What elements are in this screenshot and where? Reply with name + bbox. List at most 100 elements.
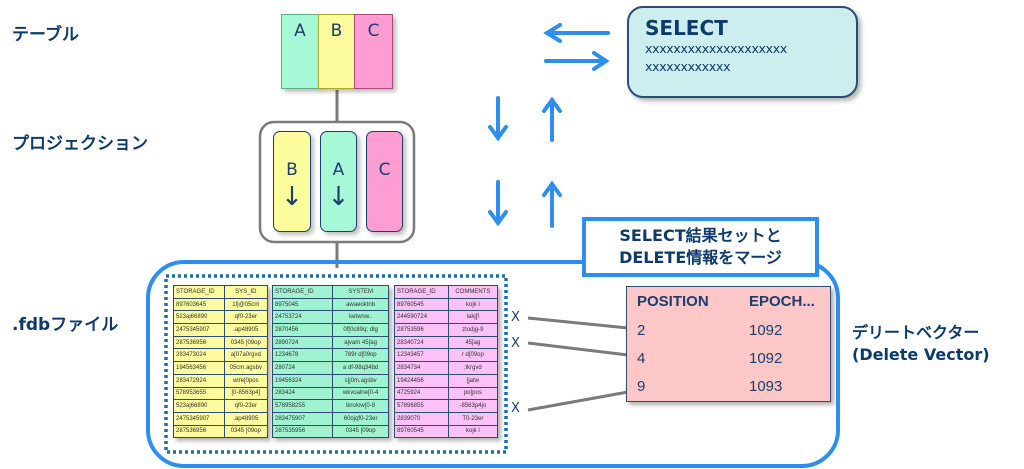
delete-link-row-2: [527, 316, 629, 330]
table-cell: 523aj66890: [173, 399, 225, 413]
table-cell: SYS_ID: [223, 285, 269, 299]
table-cell: ztodjg-9: [447, 323, 499, 337]
table-cell: 28340724: [394, 335, 449, 350]
table-cell: 45[ag: [447, 335, 499, 350]
table-cell: a df-98q34bd: [332, 361, 389, 375]
table-cell: 0345 [09op: [332, 424, 389, 439]
table-cell: 789r d[09op: [332, 348, 389, 363]
epoch-value: 1092: [749, 322, 783, 339]
table-cell: 1234678: [271, 348, 334, 363]
table-cell: ajvam 45[ag: [332, 335, 389, 350]
delete-link-row-4: [527, 341, 629, 357]
header-epoch: EPOCH...: [749, 293, 815, 310]
table-cell: 2890724: [271, 335, 334, 350]
table-cell: STORAGE_ID: [271, 285, 334, 299]
merge-callout: SELECT結果セットと DELETE情報をマージ: [582, 217, 819, 277]
table-cell: SYSTEM: [332, 285, 389, 299]
table-cell: 24753724: [271, 310, 334, 325]
deleted-row-marker: X: [511, 336, 520, 351]
sort-arrow-icon: ↓: [281, 182, 303, 212]
table-cell: 287535956: [271, 424, 334, 439]
header-position: POSITION: [637, 293, 709, 310]
table-cell: STORAGE_ID: [173, 285, 225, 299]
table-cell: 283473024: [173, 348, 225, 363]
table-cell: a[07a0rgvd: [223, 348, 269, 363]
table-cell: 897603645: [173, 297, 225, 312]
table-row: 19424456[jatw: [394, 373, 499, 388]
table-cell: 2834734: [394, 361, 449, 375]
table-cell: 244590724: [394, 310, 449, 325]
deleted-row-marker: X: [511, 310, 520, 325]
table-cell: 89760545: [394, 297, 449, 312]
table-cell: COMMENTS: [447, 285, 499, 299]
table-cell: 19456324: [271, 373, 334, 388]
table-cell: 2839070: [394, 411, 449, 426]
table-cell: 89760545: [394, 424, 449, 439]
table-cell: 1fj@05cm: [223, 297, 269, 312]
delete-vector-row: 4 1092: [637, 350, 832, 376]
delete-vector-header: POSITION EPOCH...: [637, 293, 832, 319]
table-cell: wkvoalne[0-4: [332, 386, 389, 401]
table-row: 2475345907.ap48905: [173, 411, 269, 426]
table-cell: awaeoktnb: [332, 297, 389, 312]
table-row: 2475345907.ap48905: [173, 323, 269, 337]
arrow-left-icon: [543, 23, 610, 43]
arrow-down-icon: [488, 96, 508, 142]
projection-column-label: C: [378, 160, 391, 180]
label-projection: プロジェクション: [12, 134, 148, 154]
table-cell: 8975045: [271, 297, 334, 312]
table-cell: wlre[0pos: [223, 373, 269, 388]
delete-vector-label-en: (Delete Vector): [852, 345, 990, 364]
table-cell: 283424: [271, 386, 334, 401]
table-cell: 0345 [09op: [223, 424, 269, 439]
table-cell: 287536956: [173, 335, 225, 350]
table-row: 578953655[0-8563p4]: [173, 386, 269, 401]
table-cell: 287536956: [173, 424, 225, 439]
table-cell: 12343457: [394, 348, 449, 363]
deleted-row-marker: X: [511, 401, 520, 416]
table-cell: 05cm.agsbv: [223, 361, 269, 375]
table-cell: 19424456: [394, 373, 449, 388]
arrow-right-icon: [544, 51, 610, 71]
table-row: 57896855-8563p4jo: [394, 399, 499, 413]
table-cell: qf0-23er: [223, 399, 269, 413]
table-cell: kojk l: [447, 297, 499, 312]
table-cell: 2475345907: [173, 323, 225, 337]
table-cell: qf0-23er: [223, 310, 269, 325]
table-cell: 578958255: [271, 399, 334, 413]
label-fdb-file: .fdbファイル: [12, 315, 119, 335]
table-cell: kojk l: [447, 424, 499, 439]
table-cell: 28753596: [394, 323, 449, 337]
position-value: 2: [637, 322, 646, 339]
select-title: SELECT: [645, 16, 728, 40]
table-cell: ketwnw..: [332, 310, 389, 325]
table-cell: r d[09op: [447, 348, 499, 363]
fdb-dotted-border: [164, 274, 508, 454]
table-cell: po[pos: [447, 386, 499, 401]
select-query-line: xxxxxxxxxxxxxxxxxxxx: [645, 41, 787, 56]
table-cell: 283475907: [271, 411, 334, 426]
select-query-line: xxxxxxxxxxxx: [645, 59, 731, 74]
projection-column-label: B: [286, 160, 298, 180]
table-column-b: B: [318, 14, 355, 89]
table-cell: 57896855: [394, 399, 449, 413]
projection-column-a: A ↓: [320, 131, 357, 232]
